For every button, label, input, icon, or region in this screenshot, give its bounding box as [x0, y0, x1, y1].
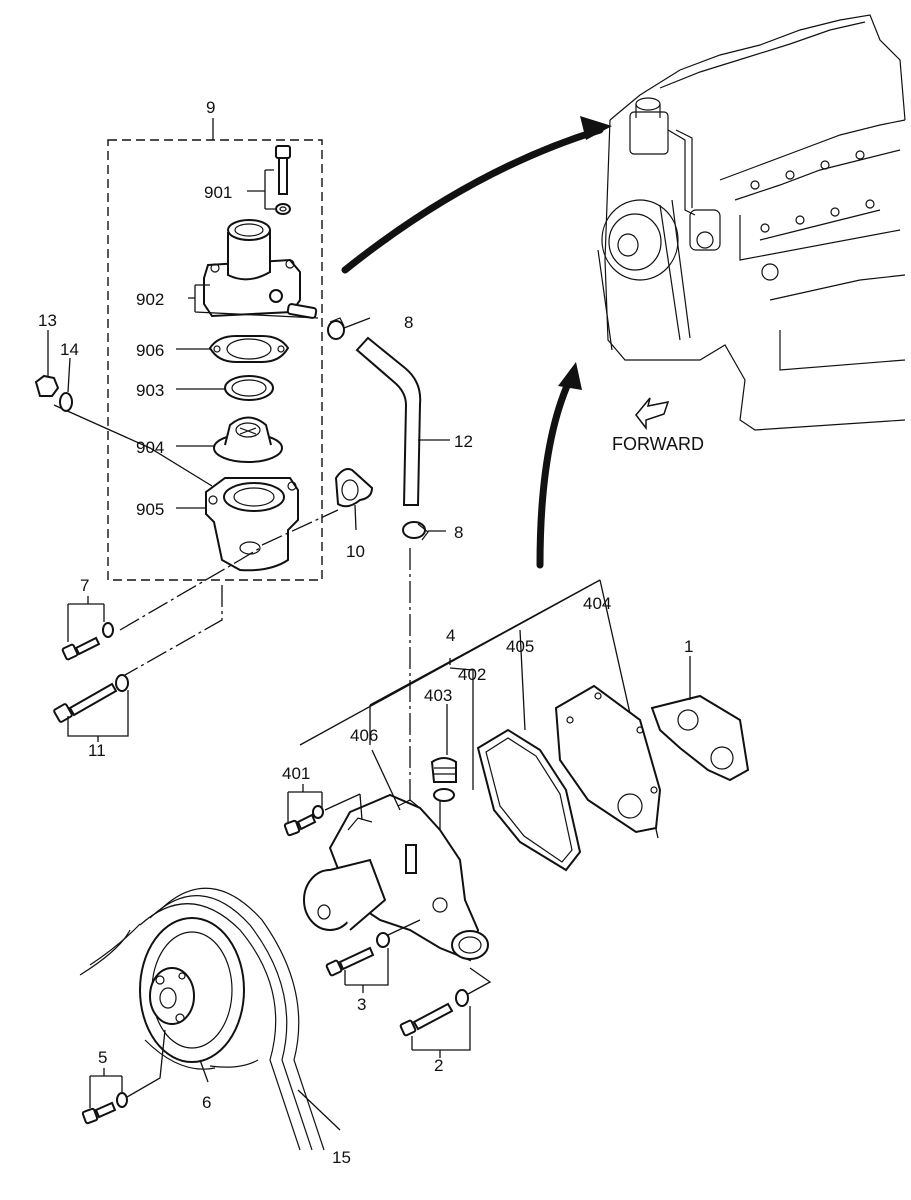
label-11: 11	[88, 741, 106, 760]
part-403-plug	[430, 757, 457, 802]
label-402: 402	[458, 665, 486, 684]
label-904: 904	[136, 438, 164, 457]
part-401-bolt	[283, 805, 324, 837]
label-15: 15	[332, 1148, 351, 1167]
label-901: 901	[204, 183, 232, 202]
part-1-plate	[650, 694, 750, 782]
label-10: 10	[346, 542, 365, 561]
part-10-gasket	[334, 468, 374, 508]
forward-arrow-icon	[635, 397, 670, 431]
label-905: 905	[136, 500, 164, 519]
forward-label: FORWARD	[612, 434, 704, 454]
part-405-gasket	[476, 728, 582, 872]
part-7-bolt	[61, 622, 114, 661]
part-15-v-belt	[79, 887, 325, 1151]
label-9: 9	[206, 98, 215, 117]
assembly-direction-arrows	[341, 116, 612, 569]
label-1: 1	[684, 637, 693, 656]
label-404: 404	[583, 594, 611, 613]
part-2-bolt	[399, 989, 469, 1037]
part-905-thermostat-housing	[205, 477, 299, 572]
label-4: 4	[446, 626, 455, 645]
part-901-bolt	[275, 145, 291, 215]
engine-block-illustration	[597, 14, 906, 431]
label-5: 5	[98, 1048, 107, 1067]
label-12: 12	[454, 432, 473, 451]
part-404-gasket	[554, 684, 662, 834]
label-405: 405	[506, 637, 534, 656]
label-406: 406	[350, 726, 378, 745]
label-903: 903	[136, 381, 164, 400]
group-9-outline	[107, 139, 323, 581]
label-13: 13	[38, 311, 57, 330]
label-401: 401	[282, 764, 310, 783]
part-13-plug	[34, 374, 60, 397]
part-406-water-pump	[303, 793, 489, 962]
label-3: 3	[357, 995, 366, 1014]
label-14: 14	[60, 340, 79, 359]
label-6: 6	[202, 1093, 211, 1112]
label-906: 906	[136, 341, 164, 360]
label-902: 902	[136, 290, 164, 309]
part-11-bolt	[53, 674, 129, 723]
part-902-thermostat-cover	[203, 219, 318, 319]
part-6-pulley	[139, 917, 245, 1063]
part-8-clamp-upper	[327, 317, 345, 340]
label-7: 7	[80, 576, 89, 595]
label-8-upper: 8	[404, 313, 413, 332]
label-2: 2	[434, 1056, 443, 1075]
part-8-clamp-lower	[402, 521, 429, 541]
part-904-thermostat	[213, 416, 283, 463]
part-906-gasket	[208, 335, 290, 363]
label-8-lower: 8	[454, 523, 463, 542]
part-5-bolt	[81, 1092, 128, 1125]
part-14-washer	[59, 392, 73, 412]
part-3-bolt	[325, 932, 390, 977]
part-12-hose	[355, 336, 422, 506]
label-403: 403	[424, 686, 452, 705]
